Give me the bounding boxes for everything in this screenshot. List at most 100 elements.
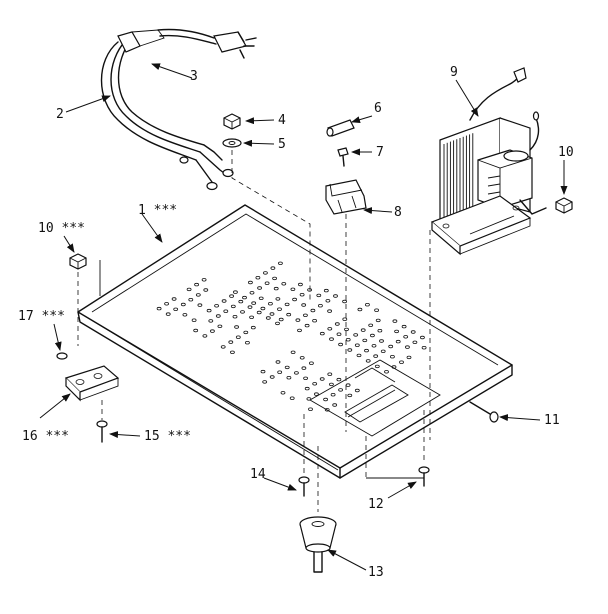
vent-hole [404, 345, 410, 349]
vent-hole [289, 396, 295, 400]
vent-hole [275, 297, 281, 301]
vent-hole [338, 342, 344, 347]
vent-hole [256, 310, 262, 315]
vent-hole [357, 307, 363, 312]
vent-hole [401, 324, 407, 329]
vent-hole [290, 287, 296, 291]
foot-screw [298, 414, 310, 497]
vent-hole [316, 293, 322, 298]
vent-hole [362, 338, 368, 343]
vent-hole [336, 332, 342, 336]
vent-hole [234, 325, 240, 329]
vent-hole [251, 301, 257, 305]
vent-hole [297, 282, 303, 287]
vent-hole [306, 397, 312, 401]
callout-15: 15 *** [144, 429, 191, 444]
vent-hole [165, 312, 171, 316]
vent-hole [377, 329, 383, 333]
vent-hole [406, 355, 412, 360]
vent-hole [208, 319, 214, 323]
vent-hole [214, 304, 220, 308]
vent-hole [301, 366, 307, 370]
vent-hole [262, 271, 268, 275]
left-bracket [64, 365, 120, 420]
vent-hole [293, 371, 299, 375]
vent-hole [267, 302, 273, 306]
vent-hole [286, 376, 292, 380]
vent-hole [265, 316, 271, 320]
vent-hole [410, 330, 416, 334]
callout-10-right: 10 [558, 145, 574, 160]
vent-hole [342, 299, 348, 304]
vent-hole [164, 302, 170, 306]
callout-10-left: 10 *** [38, 221, 85, 236]
vent-hole [345, 383, 351, 387]
vent-hole [330, 393, 336, 397]
vent-hole [353, 333, 359, 337]
callout-7: 7 [376, 145, 384, 160]
vent-hole [354, 343, 360, 347]
vent-hole [156, 306, 162, 311]
vent-hole [419, 335, 425, 340]
vent-hole [312, 319, 318, 323]
vent-hole [369, 333, 375, 338]
callout-9: 9 [450, 65, 458, 80]
callout-16: 16 *** [22, 429, 69, 444]
left-screw [96, 420, 108, 443]
vent-hole [260, 369, 266, 374]
vent-hole [232, 290, 238, 294]
vent-hole [264, 281, 270, 285]
vent-hole [260, 306, 266, 311]
vent-hole [375, 318, 381, 323]
transformer-nut [555, 197, 573, 214]
callout-2: 2 [56, 107, 64, 122]
plate-vent-holes [156, 261, 427, 412]
vent-hole [380, 349, 386, 353]
vent-hole [202, 334, 208, 338]
vent-hole [319, 331, 325, 336]
vent-hole [240, 310, 245, 314]
vent-hole [247, 305, 253, 309]
vent-hole [323, 397, 329, 402]
vent-hole [304, 386, 310, 391]
vent-hole [329, 337, 334, 341]
vent-hole [230, 304, 236, 309]
fuse-holder [325, 179, 367, 432]
callout-6: 6 [374, 101, 382, 116]
vent-hole [345, 338, 351, 342]
vent-hole [360, 328, 366, 332]
vent-hole [249, 291, 255, 295]
vent-hole [277, 261, 283, 265]
vent-hole [299, 293, 305, 297]
vent-hole [319, 377, 325, 381]
vent-hole [354, 388, 360, 393]
vent-hole [217, 324, 223, 328]
vent-hole [221, 299, 227, 303]
vent-hole [394, 329, 400, 334]
vent-hole [364, 303, 370, 307]
vent-hole [313, 392, 319, 396]
left-nut [69, 253, 101, 346]
transformer [429, 67, 547, 440]
vent-hole [324, 408, 330, 412]
power-cord [100, 28, 257, 191]
vent-hole [257, 286, 263, 290]
vent-hole [308, 361, 314, 365]
leader-lines [39, 63, 568, 571]
vent-hole [247, 280, 253, 285]
vent-hole [232, 315, 238, 319]
vent-hole [325, 299, 331, 303]
vent-hole [304, 323, 310, 328]
vent-hole [277, 307, 282, 311]
vent-hole [193, 328, 199, 333]
vent-hole [342, 317, 348, 321]
vent-hole [328, 382, 334, 387]
callout-labels: 1 *** 2 3 4 5 6 7 8 9 10 10 *** 11 12 13… [18, 65, 574, 580]
vent-hole [255, 276, 261, 280]
vent-hole [223, 309, 229, 313]
vent-hole [206, 308, 212, 313]
callout-5: 5 [278, 137, 286, 152]
base-plate [77, 204, 513, 479]
vent-hole [191, 318, 197, 322]
vent-hole [280, 391, 286, 395]
